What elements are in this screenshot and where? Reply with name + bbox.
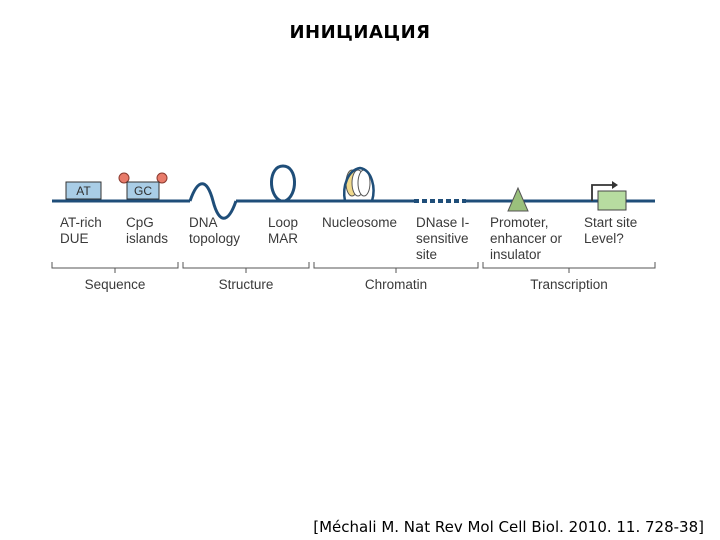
gc-box-label: GC <box>134 184 152 198</box>
group-transcription: Transcription <box>530 277 608 292</box>
bracket-structure <box>182 262 310 273</box>
label-dnase-site: DNase I- sensitive site <box>416 215 470 262</box>
methyl-lollipop-right-icon <box>156 172 168 184</box>
dna-loop-icon <box>270 164 296 203</box>
bracket-sequence <box>51 262 179 273</box>
label-cpg-islands: CpG islands <box>126 215 169 246</box>
bracket-transcription <box>482 262 656 273</box>
label-loop-mar: Loop MAR <box>268 215 299 246</box>
label-dna-topology: DNA topology <box>189 215 241 246</box>
label-nucleosome: Nucleosome <box>322 215 398 230</box>
bracket-chromatin <box>313 262 479 273</box>
start-site-box <box>597 190 627 211</box>
at-box <box>65 181 102 200</box>
label-at-rich-due: AT-rich DUE <box>60 215 102 246</box>
group-sequence: Sequence <box>84 277 146 292</box>
promoter-triangle-icon <box>507 186 529 212</box>
label-start-site: Start site Level? <box>584 215 638 246</box>
dna-wave <box>188 182 238 220</box>
methyl-lollipop-left-icon <box>118 172 130 184</box>
group-chromatin: Chromatin <box>364 277 428 292</box>
nucleosome-icon <box>343 166 375 202</box>
gc-box <box>126 181 160 200</box>
page-title: ИНИЦИАЦИЯ <box>289 22 431 43</box>
transcription-start-arrow-icon <box>591 181 618 201</box>
at-box-label: AT <box>76 184 91 198</box>
group-structure: Structure <box>218 277 274 292</box>
label-promoter: Promoter, enhancer or insulator <box>490 215 563 262</box>
citation: [Méchali M. Nat Rev Mol Cell Biol. 2010.… <box>313 518 704 536</box>
